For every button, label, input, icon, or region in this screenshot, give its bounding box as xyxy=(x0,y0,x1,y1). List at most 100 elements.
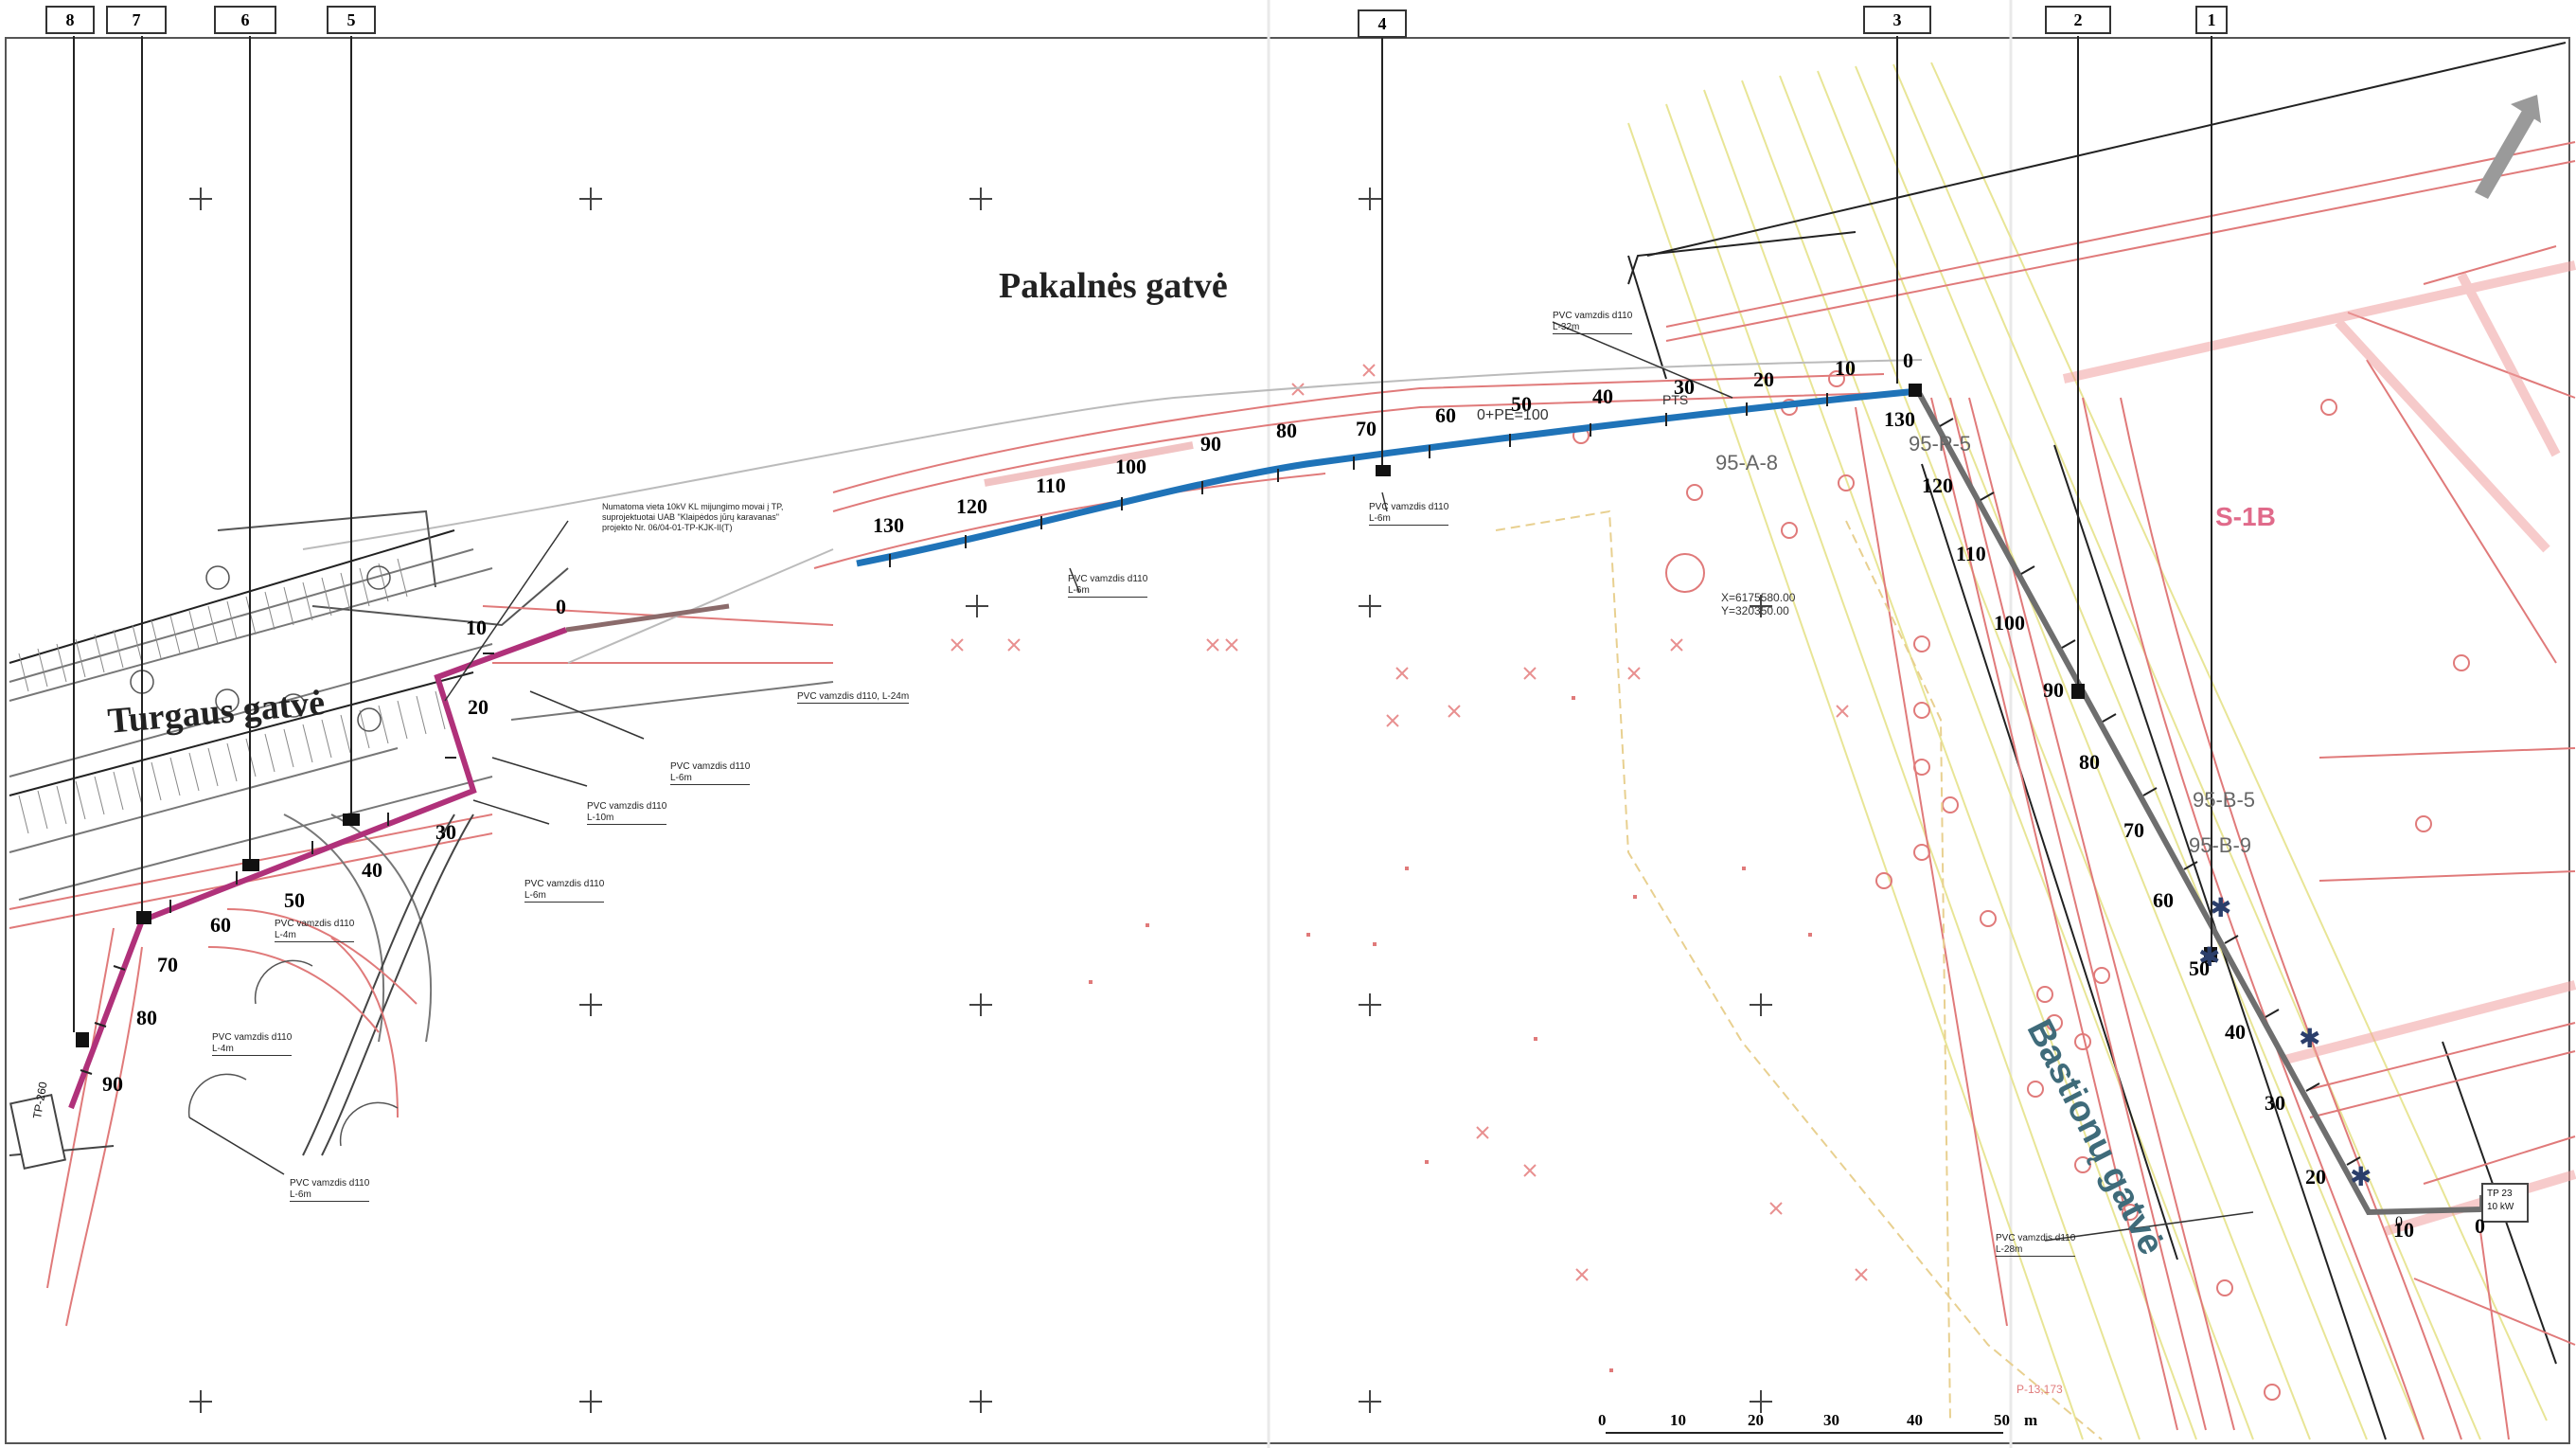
pipe-note-text: PVC vamzdis d110 xyxy=(275,919,355,929)
chainage-grey-20: 20 xyxy=(2305,1165,2326,1189)
road-edge-lines xyxy=(1627,42,2567,1440)
grid-code: 95-B-5 xyxy=(2193,788,2256,812)
marker-box: 5 xyxy=(327,6,376,34)
sheet-border xyxy=(5,37,2570,1444)
chainage-grey-50: 50 xyxy=(2189,956,2210,980)
marker-box: 2 xyxy=(2045,6,2111,34)
chainage-ticks xyxy=(80,393,2361,1166)
svg-text:✱: ✱ xyxy=(2299,1023,2320,1054)
scale-unit: m xyxy=(2024,1411,2038,1429)
chainage-grey-40: 40 xyxy=(2225,1020,2246,1044)
pipe-note-text: PVC vamzdis d110, L-24m xyxy=(797,691,910,702)
chainage-magenta-60: 60 xyxy=(210,913,231,937)
chainage-blue-110: 110 xyxy=(1036,474,1066,497)
plot-boundary-dashed xyxy=(1495,509,2103,1440)
chainage-grey-30: 30 xyxy=(2265,1091,2285,1115)
utility-lines-right xyxy=(1665,141,2576,1440)
chainage-grey-10: 10 xyxy=(2393,1218,2414,1242)
connection-note-line: projekto Nr. 06/04-01-TP-KJK-II(T) xyxy=(602,523,733,532)
pipe-note-length: L-4m xyxy=(212,1044,234,1054)
pipe-note-text: PVC vamzdis d110 xyxy=(1068,574,1148,584)
grid-code: 95-A-8 xyxy=(1715,451,1779,474)
marker-8-label: 8 xyxy=(65,10,75,29)
scale-tick-50: 50 xyxy=(1994,1411,2010,1429)
marker-4-label: 4 xyxy=(1377,14,1387,33)
tp23-power: 10 kW xyxy=(2487,1202,2514,1212)
pit-markers xyxy=(76,384,2217,1047)
connection-note-line: Numatoma vieta 10kV KL mijungimo movai į… xyxy=(602,502,784,511)
chainage-grey-120: 120 xyxy=(1922,474,1953,497)
turgaus-curb-arcs xyxy=(130,565,399,1147)
chainage-magenta-10: 10 xyxy=(466,616,487,639)
star-symbols: ✱ ✱ ✱ ✱ xyxy=(2198,892,2372,1192)
svg-text:✱: ✱ xyxy=(2210,892,2231,923)
chainage-magenta-20: 20 xyxy=(468,695,489,719)
plot-boundary-dashed xyxy=(1845,520,1951,1421)
chainage-grey-80: 80 xyxy=(2079,750,2100,774)
marker-1-label: 1 xyxy=(2207,10,2216,29)
pipe-note-text: PVC vamzdis d110 xyxy=(524,879,605,889)
grid-code: 95-B-9 xyxy=(2189,833,2252,857)
pipe-note-text: PVC vamzdis d110 xyxy=(1553,311,1633,321)
scale-tick-10: 10 xyxy=(1670,1411,1686,1429)
survey-x-marks xyxy=(950,364,1868,1281)
chainage-blue-20: 20 xyxy=(1753,367,1774,391)
survey-dots xyxy=(1089,696,1812,1372)
chainage-grey-110: 110 xyxy=(1956,542,1986,565)
chainage-blue-120: 120 xyxy=(956,494,987,518)
chainage-magenta-0: 0 xyxy=(556,595,566,618)
marker-5-label: 5 xyxy=(346,10,356,29)
marker-leaders xyxy=(73,36,2212,1032)
coords-line: X=6175580.00 xyxy=(1721,591,1796,604)
chainage-blue-80: 80 xyxy=(1276,419,1297,442)
grid-cross-icon xyxy=(189,188,1772,1413)
tp23-station-box xyxy=(2481,1183,2529,1223)
pipe-note-length: L-4m xyxy=(275,930,296,940)
chainage-grey-130: 130 xyxy=(1884,407,1915,431)
turgaus-area-lines xyxy=(9,509,834,1327)
street-label-pakalnes: Pakalnės gatvė xyxy=(999,266,1228,306)
marker-box: 3 xyxy=(1863,6,1931,34)
chainage-magenta-40: 40 xyxy=(362,858,382,882)
pipe-note-length: L-6m xyxy=(524,890,546,901)
connection-note: Numatoma vieta 10kV KL mijungimo movai į… xyxy=(602,502,783,533)
marker-box: 4 xyxy=(1358,9,1407,38)
marker-box: 6 xyxy=(214,6,276,34)
scale-bar: 0 10 20 30 40 50 m xyxy=(1596,1411,2088,1439)
chainage-blue-40: 40 xyxy=(1592,384,1613,408)
marker-box: 8 xyxy=(45,6,95,34)
marker-3-label: 3 xyxy=(1892,10,1902,29)
grid-code: 95-P-5 xyxy=(1909,432,1972,456)
pk-label: P-13,173 xyxy=(2016,1383,2063,1396)
scale-tick-30: 30 xyxy=(1823,1411,1839,1429)
chainage-grey-60: 60 xyxy=(2153,888,2174,912)
chainage-blue-130: 130 xyxy=(873,513,904,537)
svg-text:✱: ✱ xyxy=(2198,941,2220,973)
pts-label: PTS xyxy=(1662,392,1689,407)
pakalnes-road-lines xyxy=(302,359,1923,569)
scale-tick-0: 0 xyxy=(1598,1411,1607,1429)
chainage-blue-70: 70 xyxy=(1356,417,1377,440)
scale-bar-line xyxy=(1606,1432,2003,1434)
chainage-blue-50: 50 xyxy=(1511,392,1532,416)
scale-tick-40: 40 xyxy=(1907,1411,1923,1429)
chainage-magenta-50: 50 xyxy=(284,888,305,912)
connector-cable xyxy=(565,603,730,633)
chainage-blue-0: 0 xyxy=(1903,349,1913,372)
pipe-note-length: L-32m xyxy=(1553,322,1580,332)
zone-label: S-1B xyxy=(2215,502,2276,531)
pipe-note-text: PVC vamzdis d110 xyxy=(212,1032,293,1043)
pipe-note-text: PVC vamzdis d110 xyxy=(670,761,751,772)
chainage-grey-100: 100 xyxy=(1994,611,2025,635)
marker-6-label: 6 xyxy=(240,10,250,29)
chainage-blue-100: 100 xyxy=(1115,455,1146,478)
chainage-magenta-90: 90 xyxy=(102,1072,123,1096)
chainage-grey-70: 70 xyxy=(2123,818,2144,842)
chainage-magenta-70: 70 xyxy=(157,953,178,976)
north-arrow-icon xyxy=(2475,95,2541,199)
